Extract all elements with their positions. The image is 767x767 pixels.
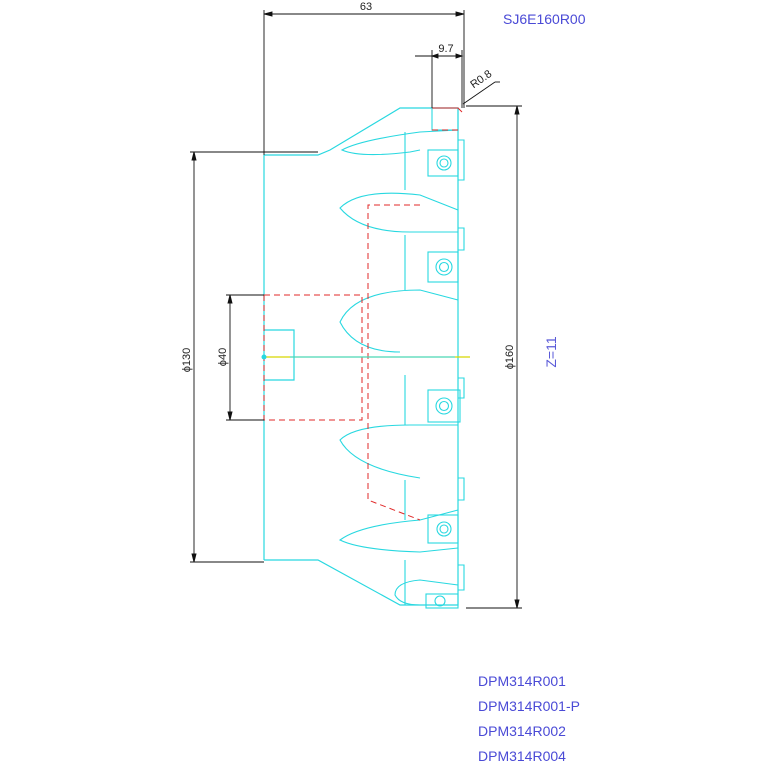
insert-1 xyxy=(427,107,459,177)
dim-overall-length: 63 xyxy=(360,1,372,13)
teeth-count-label: Z=11 xyxy=(543,336,559,367)
dimension-lines xyxy=(190,10,522,609)
chip-pockets xyxy=(338,129,459,606)
hidden-lines xyxy=(263,129,458,521)
part-number: DPM314R004 xyxy=(478,748,566,764)
insert-3 xyxy=(427,389,461,423)
center-point xyxy=(261,354,267,360)
dim-insert-width: 9.7 xyxy=(438,43,453,55)
corner-radius-mark xyxy=(432,107,463,113)
insert-4 xyxy=(427,514,459,544)
part-number: DPM314R002 xyxy=(478,723,566,739)
insert-5 xyxy=(425,593,459,609)
dim-corner-radius: R0.8 xyxy=(468,68,494,91)
insert-2 xyxy=(427,251,459,283)
dim-bore-diameter: ϕ40 xyxy=(217,348,229,366)
inserts xyxy=(425,107,465,609)
dim-body-diameter: ϕ130 xyxy=(181,348,193,373)
part-number-list: DPM314R001 DPM314R001-P DPM314R002 DPM31… xyxy=(478,673,580,764)
drawing-sheet xyxy=(178,0,587,767)
part-number: DPM314R001-P xyxy=(478,698,580,714)
drawing-title-code: SJ6E160R00 xyxy=(503,11,586,27)
dim-cutter-diameter: ϕ160 xyxy=(504,345,516,370)
part-number: DPM314R001 xyxy=(478,673,566,689)
